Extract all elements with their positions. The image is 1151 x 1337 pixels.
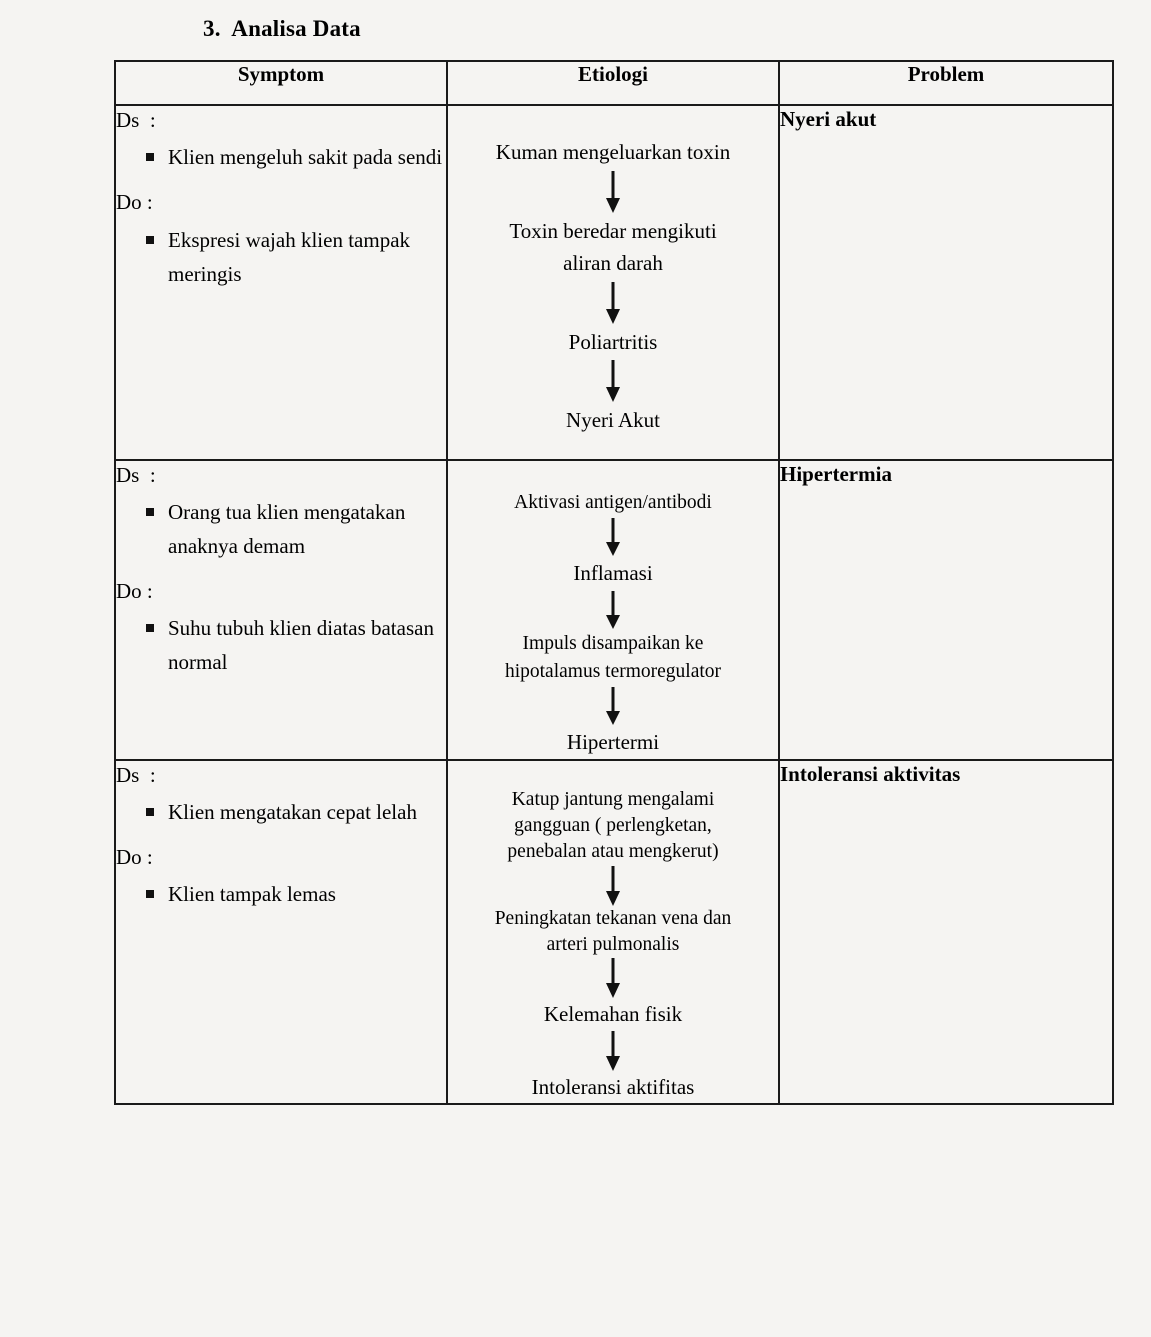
down-arrow-icon <box>448 280 778 326</box>
ds-label: Ds : <box>116 462 156 487</box>
list-item-label: Klien tampak lemas <box>168 882 336 907</box>
list-item-label: Klien mengatakan cepat lelah <box>168 799 417 824</box>
down-arrow-icon <box>448 590 778 630</box>
down-arrow-icon <box>448 958 778 999</box>
down-arrow-icon <box>448 517 778 557</box>
analisa-data-table: Symptom Etiologi Problem Ds : Klien meng… <box>114 60 1114 1106</box>
table-row: Ds : Orang tua klien mengatakan anaknya … <box>114 458 1114 761</box>
flow-node: Poliartritis <box>568 329 658 354</box>
page-title: 3. Analisa Data <box>203 16 361 41</box>
problem-label: Hipertermia <box>780 461 892 486</box>
square-bullet-icon <box>146 890 154 899</box>
list-item: Ekspresi wajah klien tampak meringis <box>116 223 446 291</box>
ds-label: Ds : <box>116 108 156 132</box>
flow-node: Aktivasi antigen/antibodi <box>514 491 712 513</box>
table-header: Symptom Etiologi Problem <box>114 60 1114 106</box>
table-row: Ds : Klien mengeluh sakit pada sendi Do … <box>114 104 1114 461</box>
do-item-list: Suhu tubuh klien diatas batasan normal <box>116 611 446 679</box>
list-item-label: Klien mengeluh sakit pada sendi <box>168 145 443 170</box>
problem-label: Nyeri akut <box>780 107 877 131</box>
column-header-problem: Problem <box>778 60 1114 106</box>
ds-label: Ds : <box>116 762 156 787</box>
flow-node: Intoleransi aktifitas <box>531 1074 695 1099</box>
down-arrow-icon <box>448 358 778 404</box>
square-bullet-icon <box>146 624 154 633</box>
cell-problem: Intoleransi aktivitas <box>778 758 1114 1106</box>
do-item-list: Ekspresi wajah klien tampak meringis <box>116 223 446 291</box>
cell-problem: Nyeri akut <box>778 104 1114 461</box>
square-bullet-icon <box>146 235 154 244</box>
cell-etiologi: Katup jantung mengalami gangguan ( perle… <box>446 758 780 1106</box>
cell-etiologi: Kuman mengeluarkan toxin Toxin beredar m… <box>446 104 780 461</box>
down-arrow-icon <box>448 686 778 726</box>
ds-item-list: Klien mengeluh sakit pada sendi <box>116 140 446 174</box>
cell-problem: Hipertermia <box>778 458 1114 761</box>
cell-symptom: Ds : Orang tua klien mengatakan anaknya … <box>114 458 448 761</box>
do-label: Do : <box>116 844 153 869</box>
flow-node: Kuman mengeluarkan toxin <box>495 140 731 164</box>
column-header-symptom: Symptom <box>114 60 448 106</box>
flow-node: Kelemahan fisik <box>543 1002 683 1027</box>
do-label: Do : <box>116 579 153 604</box>
down-arrow-icon <box>448 865 778 906</box>
do-item-list: Klien tampak lemas <box>116 877 446 911</box>
column-header-etiologi: Etiologi <box>446 60 780 106</box>
flow-node: Nyeri Akut <box>566 408 660 433</box>
list-item: Suhu tubuh klien diatas batasan normal <box>116 611 446 679</box>
etiologi-flow: Kuman mengeluarkan toxin Toxin beredar m… <box>448 136 778 437</box>
down-arrow-icon <box>448 1030 778 1071</box>
cell-symptom: Ds : Klien mengeluh sakit pada sendi Do … <box>114 104 448 461</box>
square-bullet-icon <box>146 153 154 162</box>
list-item-label: Suhu tubuh klien diatas batasan normal <box>168 616 434 675</box>
flow-node: Toxin beredar mengikuti aliran darah <box>509 218 717 276</box>
ds-item-list: Klien mengatakan cepat lelah <box>116 795 446 829</box>
flow-node: Inflamasi <box>573 561 653 585</box>
do-label: Do : <box>116 190 153 215</box>
flow-node: Hipertermi <box>566 730 660 755</box>
list-item: Orang tua klien mengatakan anaknya demam <box>116 495 446 563</box>
etiologi-flow: Katup jantung mengalami gangguan ( perle… <box>448 787 778 1104</box>
table-header-row: Symptom Etiologi Problem <box>114 60 1114 106</box>
table-body: Ds : Klien mengeluh sakit pada sendi Do … <box>114 104 1114 1106</box>
cell-etiologi: Aktivasi antigen/antibodi Inflamasi <box>446 458 780 761</box>
cell-symptom: Ds : Klien mengatakan cepat lelah Do : K… <box>114 758 448 1106</box>
problem-label: Intoleransi aktivitas <box>780 761 961 786</box>
list-item-label: Orang tua klien mengatakan anaknya demam <box>168 500 406 559</box>
square-bullet-icon <box>146 807 154 816</box>
ds-item-list: Orang tua klien mengatakan anaknya demam <box>116 495 446 563</box>
flow-node: Katup jantung mengalami gangguan ( perle… <box>507 788 719 863</box>
list-item: Klien mengeluh sakit pada sendi <box>116 140 446 174</box>
list-item: Klien mengatakan cepat lelah <box>116 795 446 829</box>
down-arrow-icon <box>448 169 778 215</box>
square-bullet-icon <box>146 508 154 517</box>
etiologi-flow: Aktivasi antigen/antibodi Inflamasi <box>448 489 778 759</box>
flow-node: Impuls disampaikan ke hipotalamus termor… <box>504 632 722 682</box>
list-item: Klien tampak lemas <box>116 877 446 911</box>
table-row: Ds : Klien mengatakan cepat lelah Do : K… <box>114 758 1114 1106</box>
list-item-label: Ekspresi wajah klien tampak meringis <box>168 227 411 286</box>
flow-node: Peningkatan tekanan vena dan arteri pulm… <box>494 907 732 955</box>
